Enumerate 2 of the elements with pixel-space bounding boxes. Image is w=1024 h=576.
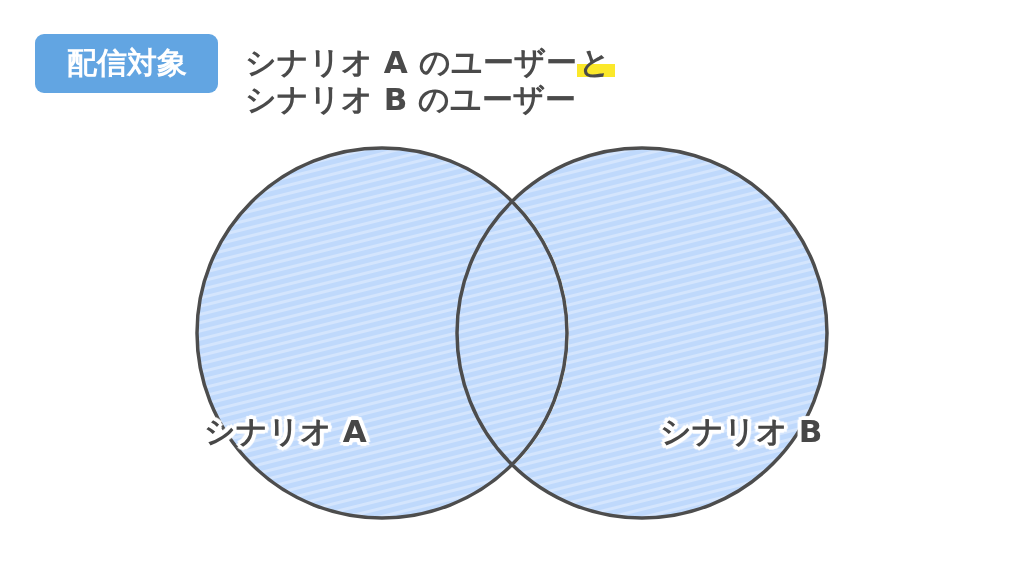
category-tag: 配信対象: [35, 34, 218, 93]
circle-label: シナリオ B: [660, 412, 823, 451]
